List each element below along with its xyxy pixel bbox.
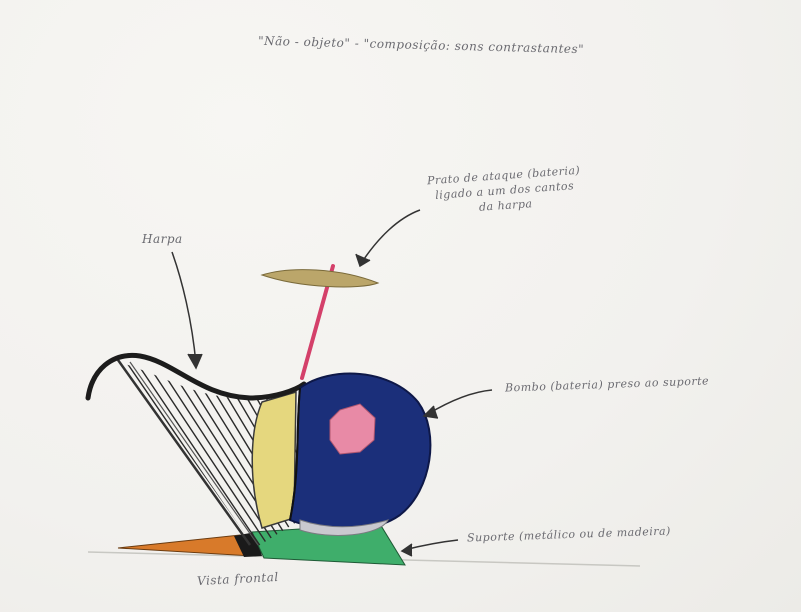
arrow-prato xyxy=(356,210,420,266)
arrow-harpa xyxy=(172,252,202,368)
arrow-suporte xyxy=(402,540,458,556)
harp-pillar-inner xyxy=(130,362,258,545)
cymbal xyxy=(262,270,378,287)
arrow-bombo xyxy=(424,390,492,418)
harp-body xyxy=(252,392,296,528)
harp-pillar xyxy=(118,360,250,545)
